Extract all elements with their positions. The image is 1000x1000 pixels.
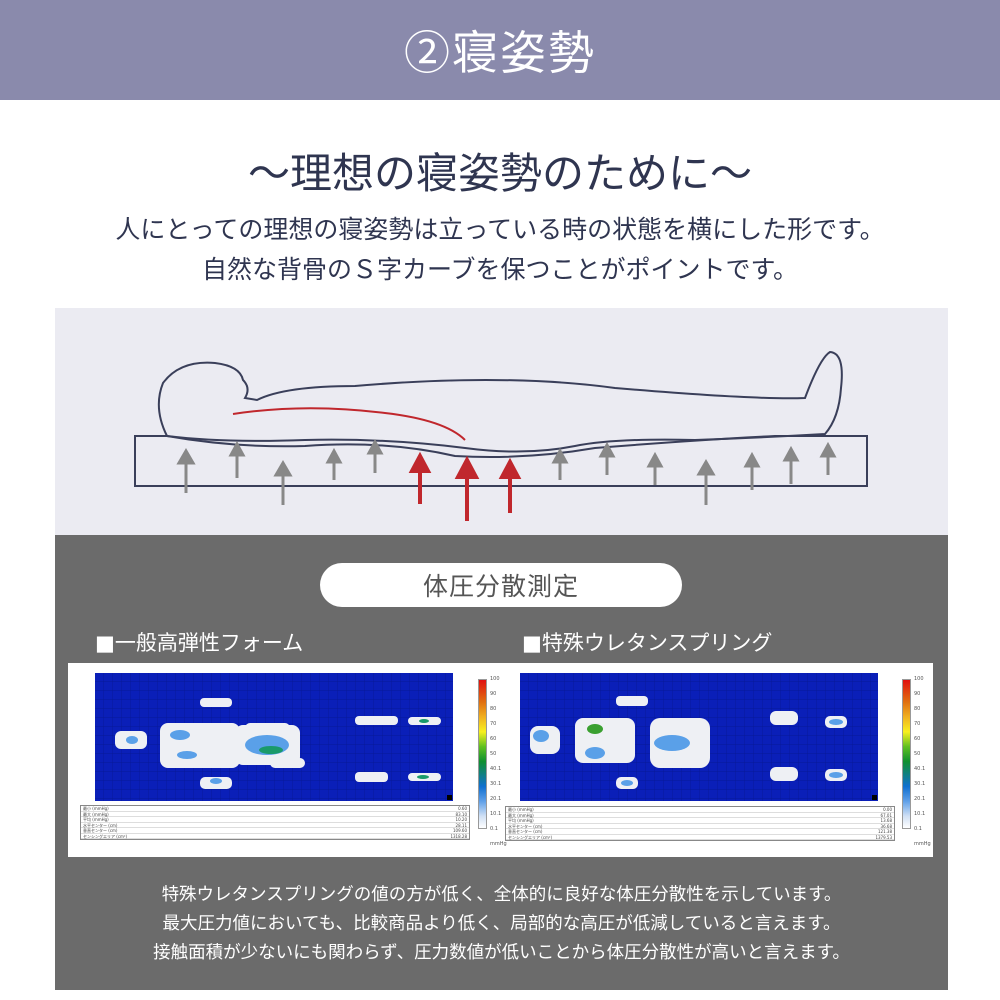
- stats-table-general-foam: 最小 (mmHg)0.60 最大 (mmHg)83.10 平均 (mmHg)10…: [80, 805, 470, 840]
- stats-row: センシングエリア (cm²)1379.53: [506, 834, 894, 840]
- pressure-color-legend: [902, 679, 911, 829]
- label-special-spring: ■特殊ウレタンスプリング: [522, 631, 773, 655]
- intro-heading: 〜理想の寝姿勢のために〜: [247, 149, 752, 198]
- spine-curve: [232, 407, 466, 441]
- body-on-mattress-drawing: [134, 350, 868, 521]
- measurement-title: 体圧分散測定: [320, 563, 682, 607]
- pressure-measurement-section: 体圧分散測定 ■一般高弾性フォーム ■特殊ウレタンスプリング 最小 (mmHg)…: [55, 535, 948, 990]
- summary-line-3: 接触面積が少ないにも関わらず、圧力数値が低いことから体圧分散性が高いと言えます。: [153, 943, 850, 963]
- pressure-map-special-spring: [520, 673, 878, 801]
- stats-row: 平均 (mmHg)13.68: [506, 818, 894, 824]
- body-outline: [157, 350, 843, 453]
- stats-row: センシングエリア (cm²)1318.28: [81, 833, 469, 839]
- intro-line-1: 人にとっての理想の寝姿勢は立っている時の状態を横にした形です。: [115, 215, 885, 244]
- stats-row: 垂直センター (cm)109.60: [81, 828, 469, 834]
- stats-row: 平均 (mmHg)10.20: [81, 817, 469, 823]
- section-title: ②寝姿勢: [404, 26, 596, 80]
- stats-row: 垂直センター (cm)121.38: [506, 829, 894, 835]
- pressure-color-legend: [478, 679, 487, 829]
- stats-row: 最小 (mmHg)0.60: [81, 806, 469, 812]
- support-arrows-red: [408, 451, 522, 521]
- sleeping-posture-illustration: [55, 308, 948, 535]
- support-arrows-gray: [176, 438, 837, 505]
- pressure-map-general-foam: [95, 673, 453, 801]
- header-band: ②寝姿勢: [0, 0, 1000, 100]
- summary-line-2: 最大圧力値においても、比較商品より低く、局部的な高圧が低減していると言えます。: [162, 914, 841, 934]
- stats-row: 最大 (mmHg)67.01: [506, 812, 894, 818]
- stats-row: 最小 (mmHg)0.00: [506, 807, 894, 813]
- stats-row: 水平センター (cm)36.68: [506, 823, 894, 829]
- label-general-foam: ■一般高弾性フォーム: [95, 631, 304, 655]
- summary-line-1: 特殊ウレタンスプリングの値の方が低く、全体的に良好な体圧分散性を示しています。: [161, 885, 842, 905]
- pressure-maps-panel: 最小 (mmHg)0.60 最大 (mmHg)83.10 平均 (mmHg)10…: [68, 663, 933, 857]
- intro-line-2: 自然な背骨のＳ字カーブを保つことがポイントです。: [201, 255, 798, 284]
- stats-row: 最大 (mmHg)83.10: [81, 811, 469, 817]
- stats-table-special-spring: 最小 (mmHg)0.00 最大 (mmHg)67.01 平均 (mmHg)13…: [505, 806, 895, 841]
- stats-row: 水平センター (cm)28.11: [81, 822, 469, 828]
